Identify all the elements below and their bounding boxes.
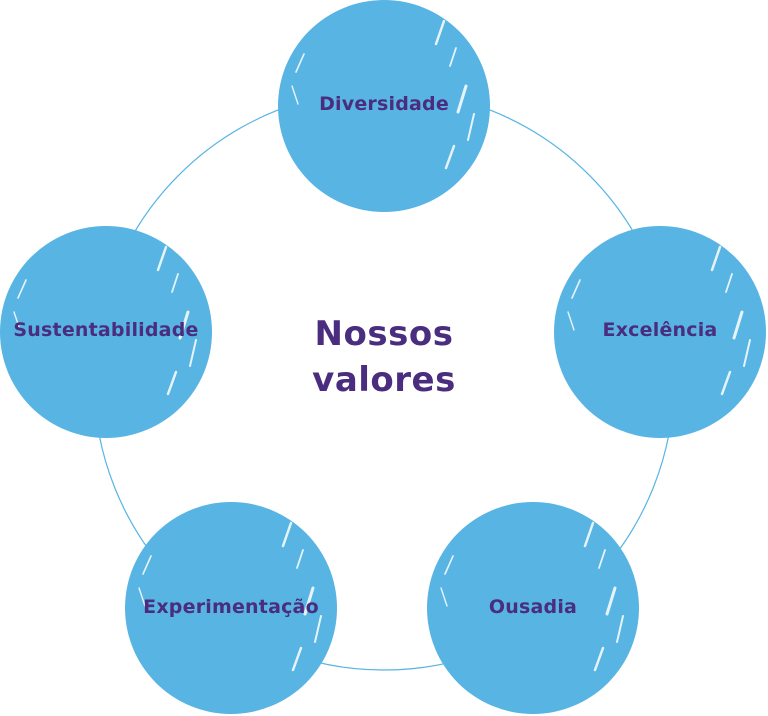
center-title-line-2: valores — [312, 360, 456, 400]
value-circle-excelencia — [554, 226, 766, 438]
brush-highlight — [567, 311, 575, 331]
brush-highlight — [178, 310, 190, 340]
brush-highlight — [725, 273, 733, 293]
brush-highlight — [434, 19, 446, 46]
value-circle-sustentabilidade — [0, 226, 212, 438]
brush-highlight — [440, 587, 448, 607]
brush-highlight — [142, 555, 152, 575]
value-label-diversidade: Diversidade — [319, 93, 449, 115]
brush-highlight — [138, 587, 146, 607]
brush-highlight — [291, 646, 303, 672]
brush-highlight — [732, 310, 744, 340]
brush-highlight — [295, 53, 305, 73]
value-circle-diversidade — [278, 0, 490, 212]
center-title-line-1: Nossos — [314, 314, 454, 355]
value-label-excelencia: Excelência — [602, 319, 718, 341]
center-title: Nossos valores — [312, 312, 456, 404]
brush-highlight — [583, 521, 595, 548]
brush-highlight — [189, 339, 197, 367]
brush-highlight — [156, 245, 168, 272]
brush-highlight — [281, 521, 293, 548]
brush-highlight — [467, 113, 475, 141]
brush-highlight — [444, 144, 456, 170]
brush-highlight — [710, 245, 722, 272]
brush-highlight — [171, 273, 179, 293]
brush-highlight — [743, 339, 751, 367]
value-label-experimentacao: Experimentação — [143, 596, 319, 618]
brush-highlight — [13, 311, 21, 331]
brush-highlight — [291, 85, 299, 105]
brush-highlight — [593, 646, 605, 672]
brush-highlight — [444, 555, 454, 575]
brush-highlight — [598, 549, 606, 569]
brush-highlight — [166, 370, 178, 396]
brush-highlight — [296, 549, 304, 569]
value-circle-experimentacao — [125, 502, 337, 714]
value-label-ousadia: Ousadia — [488, 596, 578, 618]
brush-highlight — [17, 279, 27, 299]
brush-highlight — [605, 586, 617, 616]
brush-highlight — [616, 615, 624, 643]
value-circle-ousadia — [427, 502, 639, 714]
brush-highlight — [571, 279, 581, 299]
brush-highlight — [720, 370, 732, 396]
brush-highlight — [449, 47, 457, 67]
brush-highlight — [303, 586, 315, 616]
brush-highlight — [456, 84, 468, 114]
value-label-sustentabilidade: Sustentabilidade — [13, 319, 199, 341]
brush-highlight — [314, 615, 322, 643]
